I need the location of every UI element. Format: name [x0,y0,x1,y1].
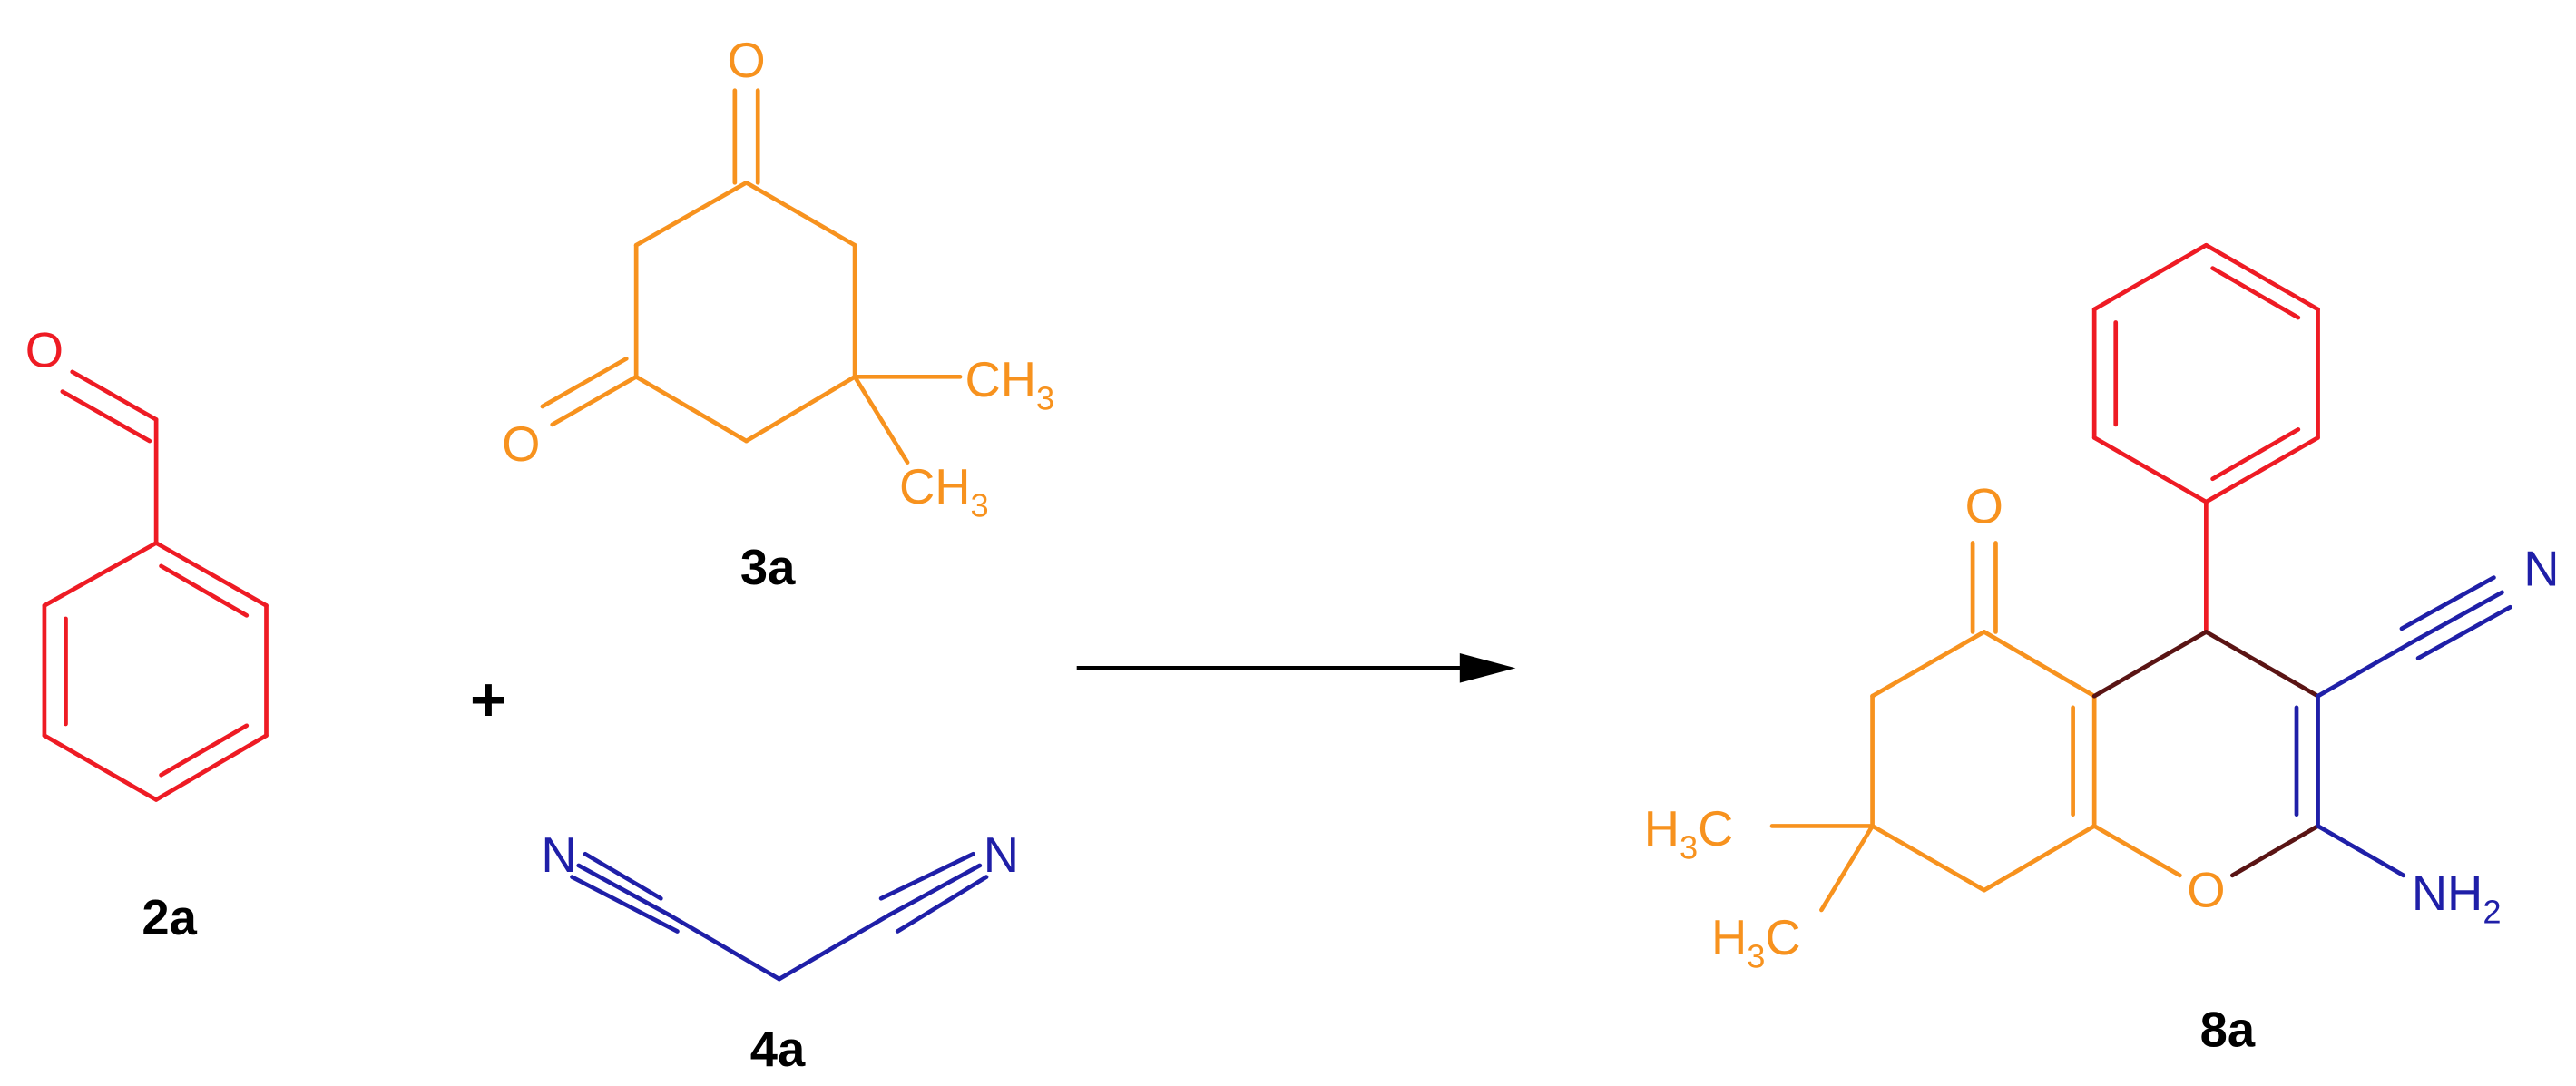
benzaldehyde-structure [42,369,269,802]
product-phenyl-ring [2091,242,2320,634]
dimedone-methyl-1: CH3 [965,352,1054,417]
compound-label-3a: 3a [740,540,796,595]
dimedone-oxygen-top: O [727,33,765,88]
product-methyl-2: H3C [1711,910,1801,975]
compound-label-8a: 8a [2200,1002,2256,1057]
compound-label-2a: 2a [142,890,197,945]
product-nitrile-nitrogen: N [2523,542,2559,597]
dimedone-oxygen-left: O [502,416,540,472]
dimedone-structure [540,88,963,465]
compound-label-4a: 4a [750,1022,806,1077]
malononitrile-nitrogen-right: N [984,827,1019,883]
product-new-bonds [2091,630,2320,878]
benzaldehyde-oxygen: O [25,322,64,377]
dimedone-methyl-2: CH3 [899,459,989,524]
malononitrile-nitrogen-left: N [541,827,576,883]
product-ring-oxygen: O [2187,862,2225,917]
product-methyl-1: H3C [1644,801,1734,866]
product-carbonyl-oxygen: O [1965,479,2003,534]
product-aminonitrile [2294,575,2512,878]
product-amine: NH2 [2412,866,2502,931]
reaction-arrow [1076,653,1516,683]
malononitrile-structure [570,851,989,982]
plus-sign: + [470,664,506,734]
product-cyclohexenone-ring [1769,541,2182,913]
